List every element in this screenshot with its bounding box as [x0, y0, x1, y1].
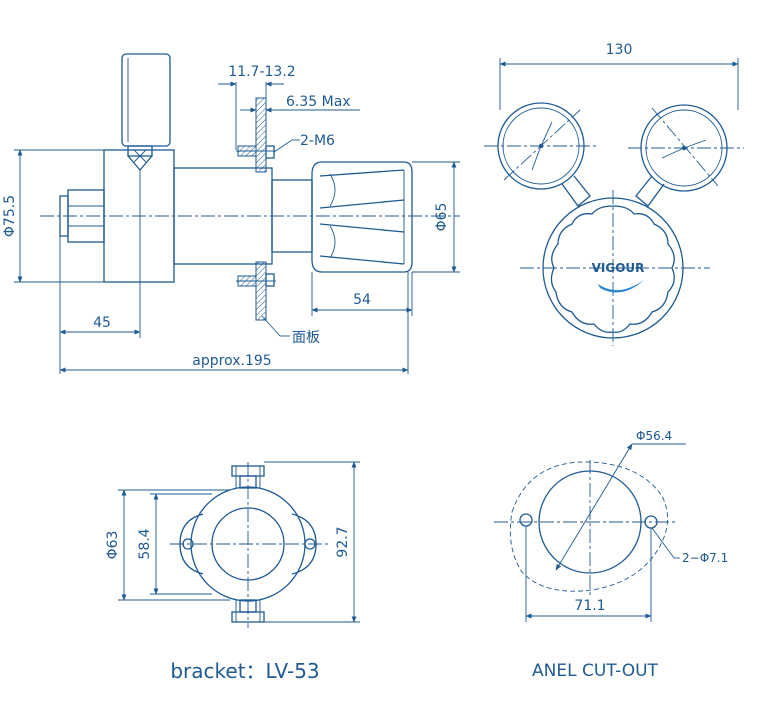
- side-view: Φ75.5 11.7-13.2 6.35 Max 2-M6 Φ65 54 45: [2, 53, 460, 374]
- dim-58-4: 58.4: [137, 528, 153, 559]
- dim-2-phi-7-1: 2−Φ7.1: [682, 551, 728, 565]
- cutout-view: Φ56.4 2−Φ7.1 71.1 ANEL CUT-OUT: [494, 429, 728, 681]
- cutout-caption: ANEL CUT-OUT: [532, 661, 659, 681]
- dim-2-m6: 2-M6: [300, 133, 335, 149]
- dim-phi-75-5: Φ75.5: [2, 195, 18, 237]
- dim-6-35-max: 6.35 Max: [286, 94, 351, 110]
- label-panel: 面板: [292, 330, 320, 346]
- dim-130: 130: [606, 42, 633, 58]
- dim-92-7: 92.7: [335, 526, 351, 557]
- dim-54: 54: [353, 292, 371, 308]
- dim-phi-65: Φ65: [434, 203, 450, 232]
- dim-approx-195: approx.195: [192, 353, 271, 369]
- brand-logo: VIGOUR: [592, 261, 645, 275]
- dim-phi-63: Φ63: [105, 531, 121, 560]
- dim-71-1: 71.1: [574, 598, 605, 614]
- dim-45: 45: [93, 315, 111, 331]
- dim-11-7-13-2: 11.7-13.2: [228, 64, 295, 80]
- bracket-view: Φ63 58.4 92.7 bracket：LV-53: [105, 461, 360, 683]
- front-view: 130 VIGOUR: [484, 42, 744, 346]
- dim-phi-56-4: Φ56.4: [636, 429, 672, 443]
- bracket-caption: bracket：LV-53: [170, 659, 319, 683]
